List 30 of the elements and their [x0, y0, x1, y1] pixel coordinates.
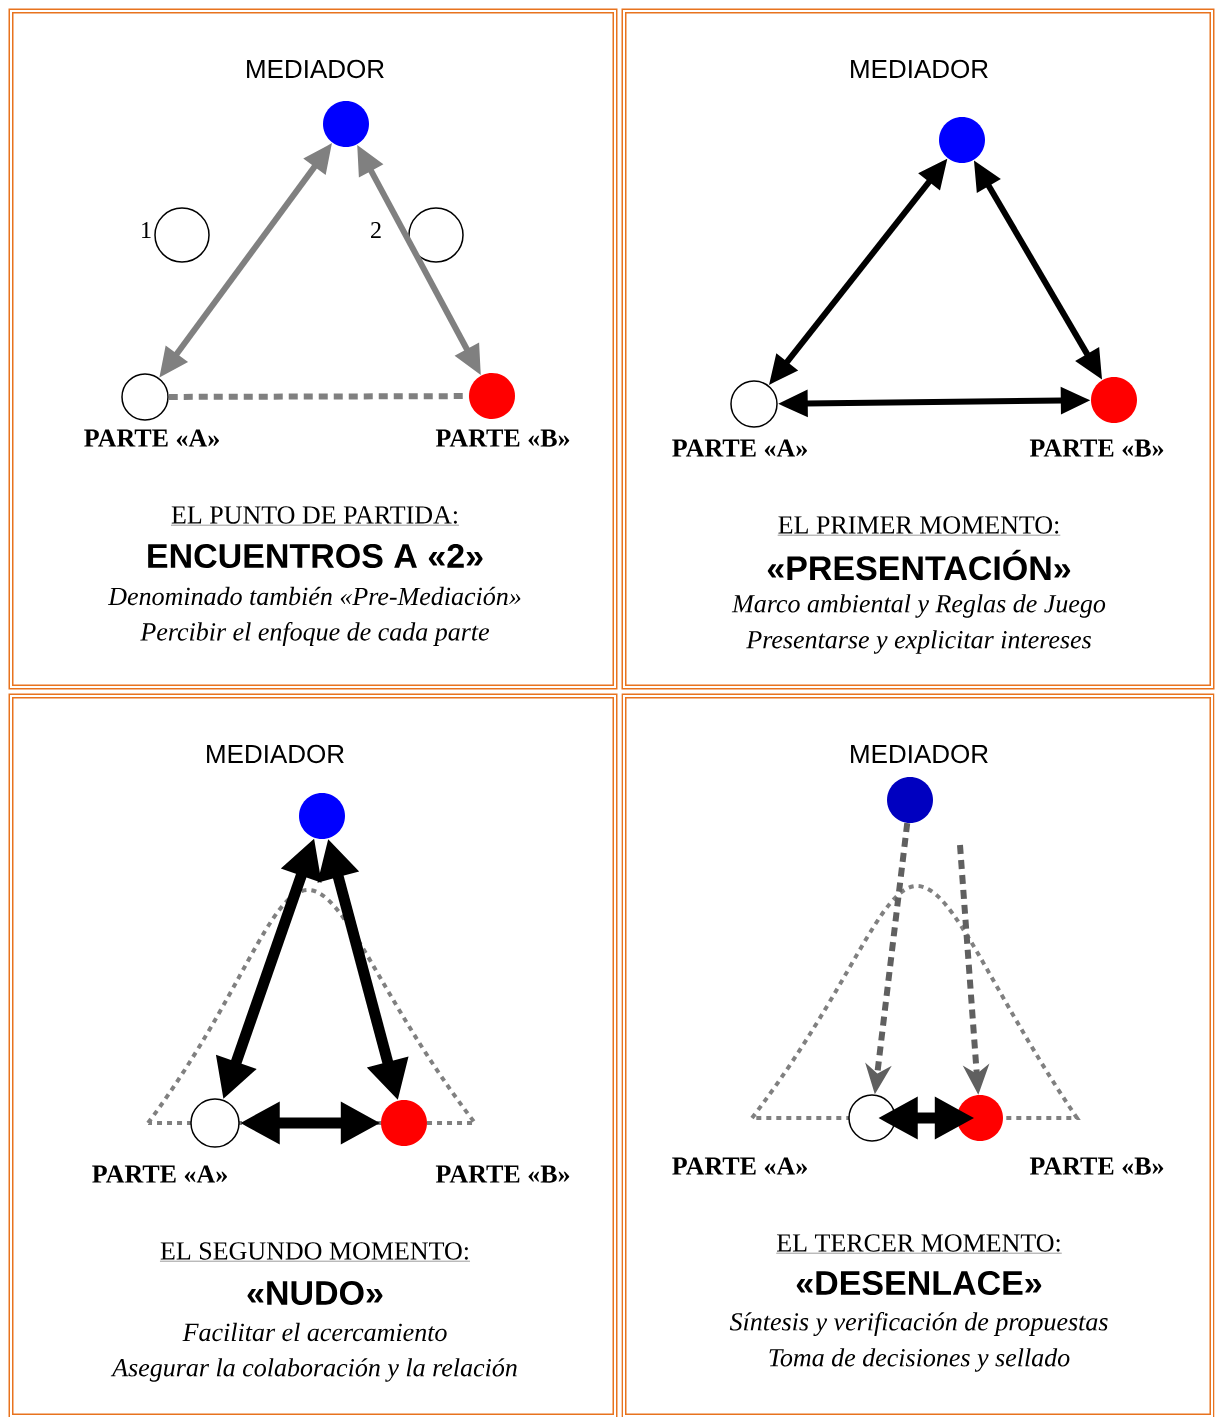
node-label: 2	[371, 222, 381, 238]
panel-description: Asegurar la colaboración y la relación	[110, 1358, 517, 1382]
panel-description: Denominado también «Pre-Mediación»	[107, 586, 521, 606]
node-label: PARTE «A»	[84, 429, 219, 447]
panel-heading: EL PRIMER MOMENTO:	[777, 516, 1061, 536]
node-label: MEDIADOR	[207, 744, 344, 764]
panel-description: Síntesis y verificación de propuestas	[729, 1312, 1108, 1336]
panel-description: Percibir el enfoque de cada parte	[140, 622, 490, 646]
panel-title: «PRESENTACIÓN»	[767, 549, 1071, 581]
node-label: PARTE «A»	[672, 1157, 807, 1175]
node-label: 1	[142, 222, 151, 238]
node-label: PARTE «B»	[435, 1165, 570, 1183]
panel-description: Toma de decisiones y sellado	[769, 1348, 1070, 1372]
panel-title: «DESENLACE»	[796, 1270, 1042, 1296]
panel-description: Facilitar el acercamiento	[182, 1322, 447, 1342]
node-label: PARTE «A»	[92, 1165, 227, 1183]
node-label: MEDIADOR	[247, 59, 384, 79]
node-label: PARTE «B»	[1029, 1157, 1164, 1175]
panel-description: Marco ambiental y Reglas de Juego	[731, 594, 1106, 618]
node-label: PARTE «B»	[1029, 439, 1164, 457]
panel-heading: EL PUNTO DE PARTIDA:	[170, 506, 460, 526]
node-label: PARTE «B»	[435, 429, 570, 447]
panel-heading: EL TERCER MOMENTO:	[776, 1234, 1062, 1254]
panel-title: «NUDO»	[247, 1280, 383, 1306]
node-label: MEDIADOR	[851, 59, 988, 79]
panel-description: Presentarse y explicitar intereses	[746, 630, 1091, 654]
panel-heading: EL SEGUNDO MOMENTO:	[159, 1242, 471, 1262]
node-label: MEDIADOR	[851, 744, 988, 764]
node-label: PARTE «A»	[672, 439, 807, 457]
panel-title: ENCUENTROS A «2»	[148, 543, 483, 569]
